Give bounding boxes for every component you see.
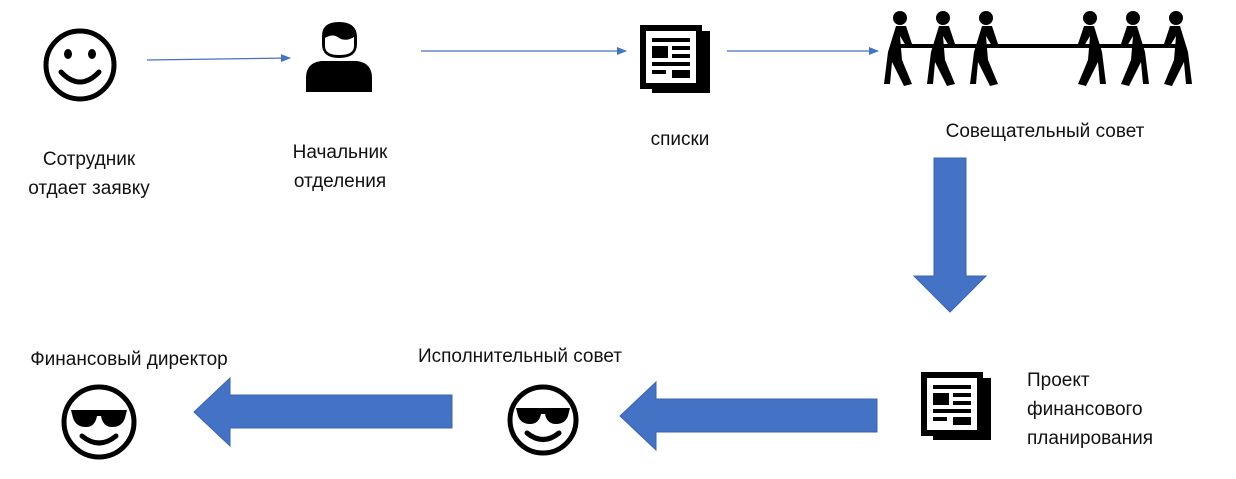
department-head-label-line2: отделения	[293, 171, 387, 192]
sunglasses-face-icon	[507, 384, 579, 456]
financial-plan-label-line1: Проект	[1027, 370, 1090, 391]
financial-plan-label-line2: финансового	[1027, 399, 1143, 420]
arrow-executive-to-director	[193, 376, 453, 448]
financial-plan-label: Проект финансового планирования	[1027, 366, 1197, 453]
employee-label: Сотрудник отдает заявку	[14, 145, 164, 203]
arrow-employee-to-head	[146, 54, 291, 63]
department-head-label: Начальник отделения	[270, 138, 410, 196]
department-head-label-line1: Начальник	[292, 142, 388, 163]
employee-label-line2: отдает заявку	[28, 178, 150, 199]
newspaper-icon	[640, 25, 710, 93]
person-icon	[306, 22, 372, 92]
employee-label-line1: Сотрудник	[42, 149, 136, 170]
newspaper-icon	[921, 372, 991, 440]
arrow-plan-to-executive	[619, 380, 878, 452]
arrow-council-to-plan	[912, 157, 988, 313]
sunglasses-face-icon	[61, 384, 137, 460]
financial-director-label: Финансовый директор	[30, 349, 228, 370]
smiley-face-icon	[43, 28, 117, 102]
advisory-council-label: Совещательный совет	[945, 121, 1145, 142]
executive-council-label: Исполнительный совет	[417, 346, 623, 367]
tug-of-war-icon	[884, 11, 1192, 86]
lists-label: списки	[650, 129, 710, 150]
financial-plan-label-line3: планирования	[1027, 428, 1154, 449]
